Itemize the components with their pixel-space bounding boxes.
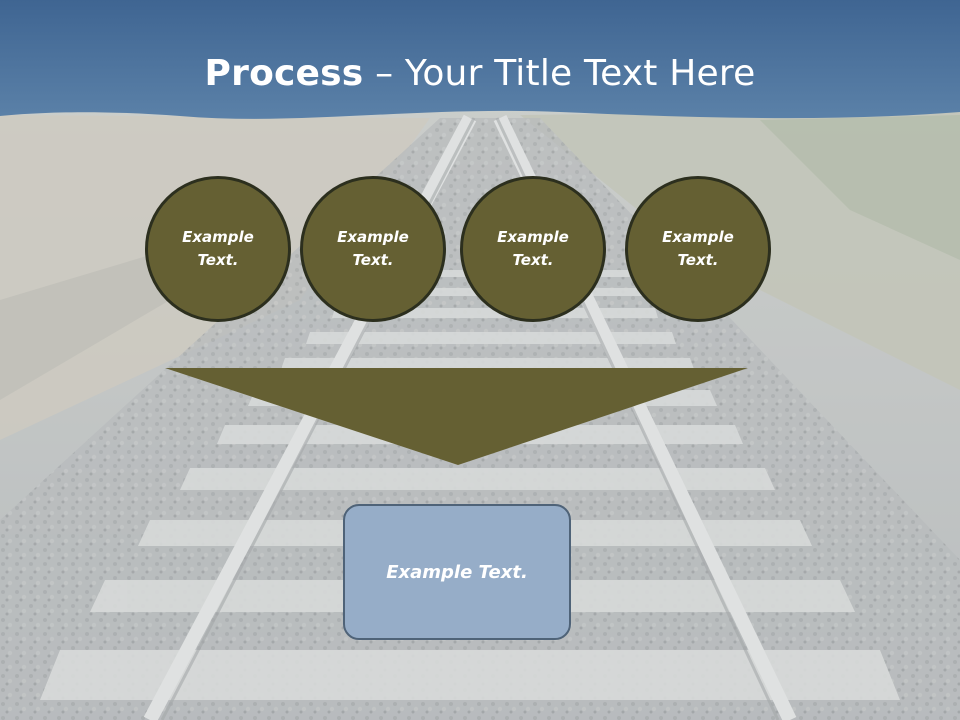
circle-1-text: Example Text. — [182, 228, 254, 269]
circle-4-text: Example Text. — [662, 228, 734, 269]
process-circle-2[interactable]: Example Text. — [300, 176, 446, 322]
circle-2-text: Example Text. — [337, 228, 409, 269]
result-box-text: Example Text. — [386, 561, 528, 583]
result-box[interactable]: Example Text. — [343, 504, 571, 640]
title-rest-part: – Your Title Text Here — [363, 53, 756, 94]
circle-3-text: Example Text. — [497, 228, 569, 269]
slide-title: Process – Your Title Text Here — [0, 52, 960, 96]
process-circle-3[interactable]: Example Text. — [460, 176, 606, 322]
title-bold-part: Process — [204, 53, 364, 94]
process-circle-1[interactable]: Example Text. — [145, 176, 291, 322]
process-circle-4[interactable]: Example Text. — [625, 176, 771, 322]
